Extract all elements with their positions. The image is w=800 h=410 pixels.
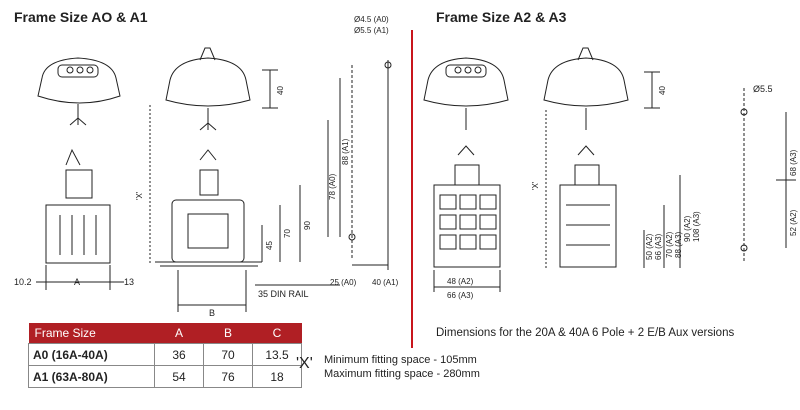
dim-52-a2: 52 (A2) (789, 209, 798, 236)
switch-body-front (45, 204, 111, 264)
table-row: A1 (63A-80A) 54 76 18 (28, 365, 302, 388)
dim-108-a3: 108 (A3) (692, 211, 701, 242)
dim-x-left: 'X' (135, 191, 144, 200)
switch-stack-front (433, 184, 501, 268)
dim-88-a3: 88 (A3) (674, 231, 683, 258)
cell-b: 76 (203, 365, 253, 388)
dim-70: 70 (283, 229, 292, 238)
min-fitting-space: Minimum fitting space - 105mm (324, 354, 477, 366)
table-row: A0 (16A-40A) 36 70 13.5 (28, 343, 302, 366)
dim-b: B (209, 308, 215, 318)
dim-66-a3: 66 (A3) (654, 233, 663, 260)
dim-x-right: 'X' (531, 181, 540, 190)
switch-body-side (171, 199, 245, 263)
col-a: A (154, 323, 204, 344)
cell-c: 18 (252, 365, 302, 388)
dim-a: A (74, 277, 80, 287)
row-label: A0 (16A-40A) (28, 343, 155, 366)
cell-c: 13.5 (252, 343, 302, 366)
dim-25-a0: 25 (A0) (330, 278, 357, 287)
dim-68-a3: 68 (A3) (789, 149, 798, 176)
frame-a2-a3-title: Frame Size A2 & A3 (436, 9, 567, 25)
col-c: C (252, 323, 302, 344)
hole-a1: Ø5.5 (A1) (354, 26, 389, 35)
dimensions-caption: Dimensions for the 20A & 40A 6 Pole + 2 … (436, 327, 735, 339)
dim-48-a2: 48 (A2) (447, 277, 474, 286)
fitting-space-note: 'X' Minimum fitting space - 105mm Maximu… (296, 353, 480, 381)
din-rail-label: 35 DIN RAIL (258, 289, 309, 299)
col-frame-size: Frame Size (28, 323, 155, 344)
frame-size-table: Frame Size A B C A0 (16A-40A) 36 70 13.5… (28, 323, 302, 388)
cell-a: 36 (154, 343, 204, 366)
hole-a0: Ø4.5 (A0) (354, 15, 389, 24)
dim-40-right: 40 (658, 86, 667, 95)
section-divider (411, 30, 413, 348)
frame-a0-a1-title: Frame Size AO & A1 (14, 9, 148, 25)
dim-13: 13 (124, 277, 134, 287)
dim-45: 45 (265, 241, 274, 250)
dim-88-a1: 88 (A1) (341, 138, 350, 165)
col-b: B (203, 323, 253, 344)
hole-a2-a3: Ø5.5 (753, 84, 773, 94)
cell-a: 54 (154, 365, 204, 388)
dim-40-left: 40 (276, 86, 285, 95)
dim-40-a1: 40 (A1) (372, 278, 399, 287)
dim-90-a2: 90 (A2) (683, 215, 692, 242)
switch-stack-side (559, 184, 617, 268)
cell-b: 70 (203, 343, 253, 366)
table-header-row: Frame Size A B C (28, 323, 302, 344)
dim-50-a2: 50 (A2) (645, 233, 654, 260)
knob-top-view-c (423, 57, 509, 107)
dim-78-a0: 78 (A0) (328, 173, 337, 200)
x-symbol: 'X' (296, 355, 313, 372)
knob-top-view-a (37, 57, 121, 104)
dim-66-a3-width: 66 (A3) (447, 291, 474, 300)
dim-90: 90 (303, 221, 312, 230)
knob-top-view-d (543, 57, 629, 107)
max-fitting-space: Maximum fitting space - 280mm (324, 368, 480, 380)
knob-top-view-b (165, 57, 251, 107)
row-label: A1 (63A-80A) (28, 365, 155, 388)
dim-70-a2: 70 (A2) (665, 231, 674, 258)
dim-10-2: 10.2 (14, 277, 32, 287)
contact-grid (439, 194, 497, 250)
